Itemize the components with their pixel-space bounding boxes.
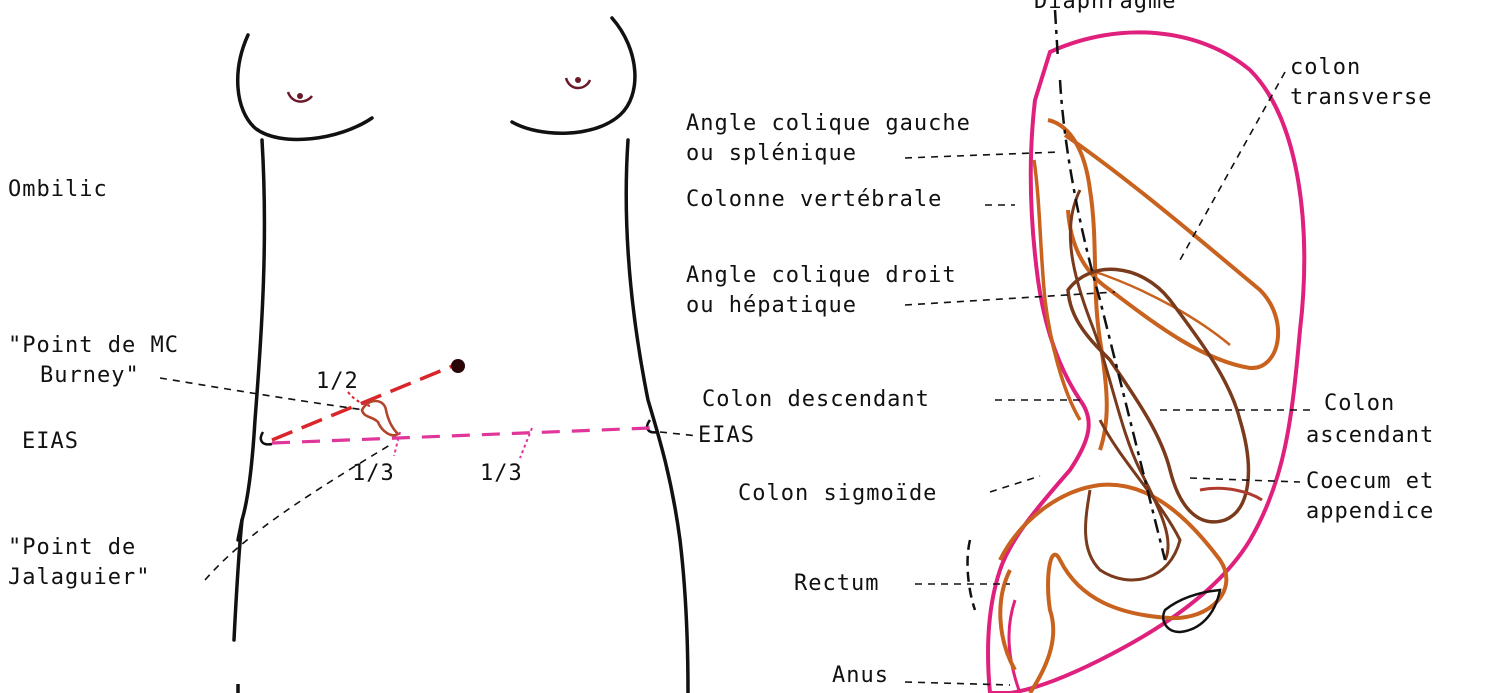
label-colon-sigmoide: Colon sigmoïde — [738, 481, 937, 506]
eias-left-mark — [261, 432, 272, 444]
torso-left-edge — [234, 140, 264, 640]
spinoumbilical-line — [272, 365, 455, 440]
torso-right-edge — [626, 140, 688, 693]
right-breast-outline — [512, 18, 635, 133]
left-breast-outline — [238, 35, 372, 139]
appendix — [1200, 488, 1262, 500]
transverse-colon-inner — [1090, 270, 1230, 345]
pelvic-outline — [1163, 590, 1220, 632]
label-angle-gauche-1: Angle colique gauche — [686, 111, 971, 136]
sigmoid-orange — [1000, 485, 1226, 693]
label-ombilic: Ombilic — [8, 177, 108, 202]
label-angle-droit-1: Angle colique droit — [686, 263, 957, 288]
label-diaphragme: Diaphragme — [1034, 0, 1176, 14]
label-angle-gauche-2: ou splénique — [686, 141, 857, 166]
label-rectum: Rectum — [794, 571, 879, 596]
coecum-leader — [1190, 478, 1300, 482]
colon-lateral-view: Diaphragme colon transverse Angle coliqu… — [686, 0, 1434, 693]
label-colon-transverse-2: transverse — [1290, 85, 1432, 110]
umbilicus-dot — [451, 359, 465, 373]
label-colonne: Colonne vertébrale — [686, 187, 942, 212]
label-eias-right: EIAS — [698, 423, 755, 448]
torso-front-view: Ombilic "Point de MC Burney" EIAS 1/2 1/… — [8, 18, 755, 693]
label-jalaguier-1: "Point de — [8, 535, 136, 560]
label-coecum-1: Coecum et — [1306, 469, 1434, 494]
transverse-colon — [1065, 135, 1278, 368]
sigmoid-leader — [990, 476, 1040, 492]
right-nipple-dot — [575, 77, 581, 83]
label-anus: Anus — [832, 663, 889, 688]
transverse-leader — [1180, 72, 1285, 260]
anus-leader — [905, 682, 1010, 685]
label-mcburney-2: Burney" — [40, 363, 140, 388]
label-jalaguier-2: Jalaguier" — [8, 565, 150, 590]
label-colon-descendant: Colon descendant — [702, 387, 930, 412]
rectum-dashes — [968, 540, 975, 610]
label-eias-left: EIAS — [22, 429, 79, 454]
label-colon-ascendant-2: ascendant — [1306, 423, 1434, 448]
label-colon-transverse-1: colon — [1290, 55, 1361, 80]
label-colon-ascendant-1: Colon — [1324, 391, 1395, 416]
rectum-orange — [1000, 570, 1015, 670]
bi-eias-line — [272, 428, 650, 443]
label-third-a: 1/3 — [352, 461, 395, 486]
eias-right-leader — [660, 432, 698, 436]
left-nipple-dot — [297, 93, 303, 99]
label-coecum-2: appendice — [1306, 499, 1434, 524]
rectum-pink — [1009, 600, 1020, 693]
diaphragm-outline — [988, 32, 1304, 693]
label-angle-droit-2: ou hépatique — [686, 293, 857, 318]
label-third-b: 1/3 — [480, 461, 523, 486]
label-half: 1/2 — [316, 369, 359, 394]
label-mcburney-1: "Point de MC — [8, 333, 179, 358]
splenic-leader — [905, 152, 1060, 158]
